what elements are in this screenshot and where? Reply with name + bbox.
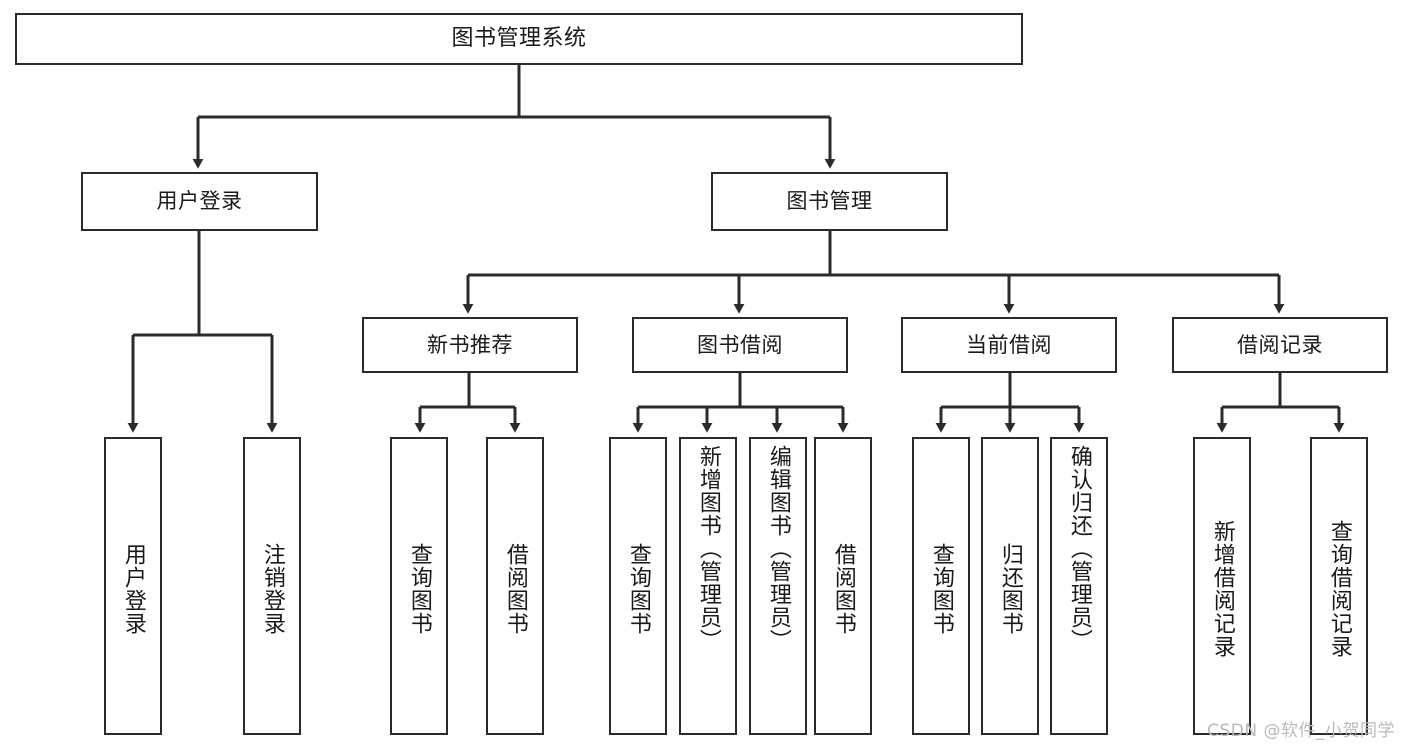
node-root-system[interactable]: 图书管理系统 <box>15 13 1023 65</box>
node-new-book-recommend[interactable]: 新书推荐 <box>362 317 578 373</box>
node-label: 借阅图书 <box>502 543 528 635</box>
node-label: 确认归还（管理员） <box>1066 445 1092 652</box>
leaf-borrow-record-add-record[interactable]: 新增借阅记录 <box>1193 437 1251 735</box>
node-label: 当前借阅 <box>966 332 1052 357</box>
node-label: 查询图书 <box>625 543 651 635</box>
leaf-user-login-login[interactable]: 用户登录 <box>104 437 162 735</box>
node-book-borrow[interactable]: 图书借阅 <box>632 317 848 373</box>
node-label: 用户登录 <box>120 543 146 635</box>
leaf-book-borrow-query-book[interactable]: 查询图书 <box>609 437 667 735</box>
leaf-current-borrow-return-book[interactable]: 归还图书 <box>981 437 1039 735</box>
node-label: 新增图书（管理员） <box>695 445 721 652</box>
node-label: 注销登录 <box>259 543 285 635</box>
node-label: 借阅记录 <box>1237 332 1323 357</box>
node-label: 新书推荐 <box>427 332 513 357</box>
leaf-new-book-borrow-book[interactable]: 借阅图书 <box>486 437 544 735</box>
leaf-new-book-query-book[interactable]: 查询图书 <box>390 437 448 735</box>
node-current-borrow[interactable]: 当前借阅 <box>901 317 1117 373</box>
node-label: 归还图书 <box>997 543 1023 635</box>
leaf-book-borrow-edit-book-admin[interactable]: 编辑图书（管理员） <box>749 437 807 735</box>
node-label: 新增借阅记录 <box>1209 520 1235 658</box>
leaf-current-borrow-query-book[interactable]: 查询图书 <box>912 437 970 735</box>
leaf-book-borrow-borrow-book[interactable]: 借阅图书 <box>814 437 872 735</box>
node-label: 借阅图书 <box>830 543 856 635</box>
leaf-current-borrow-confirm-return-admin[interactable]: 确认归还（管理员） <box>1050 437 1108 735</box>
node-user-login[interactable]: 用户登录 <box>81 172 318 231</box>
node-book-management[interactable]: 图书管理 <box>711 172 948 231</box>
node-label: 查询图书 <box>928 543 954 635</box>
watermark-text: CSDN @软件_小贺同学 <box>1207 721 1395 741</box>
leaf-book-borrow-add-book-admin[interactable]: 新增图书（管理员） <box>679 437 737 735</box>
node-label: 用户登录 <box>156 189 243 214</box>
node-label: 编辑图书（管理员） <box>765 445 791 652</box>
node-label: 图书管理系统 <box>451 26 587 52</box>
leaf-user-login-logout[interactable]: 注销登录 <box>243 437 301 735</box>
node-label: 图书借阅 <box>697 332 783 357</box>
node-label: 查询借阅记录 <box>1326 520 1352 658</box>
node-borrow-record[interactable]: 借阅记录 <box>1172 317 1388 373</box>
leaf-borrow-record-query-record[interactable]: 查询借阅记录 <box>1310 437 1368 735</box>
node-label: 图书管理 <box>786 189 873 214</box>
node-label: 查询图书 <box>406 543 432 635</box>
